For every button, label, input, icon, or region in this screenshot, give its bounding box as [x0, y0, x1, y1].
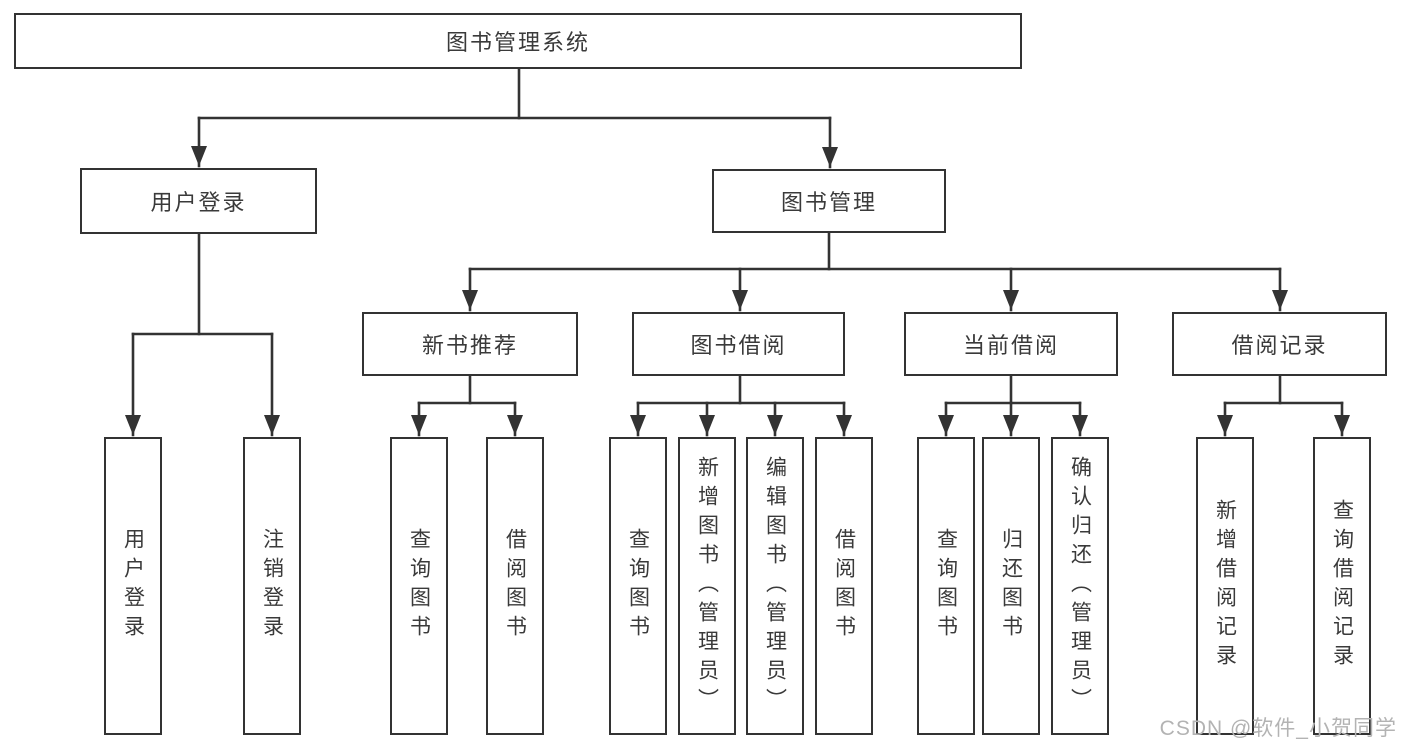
leaf-label: 借阅图书 [503, 528, 527, 644]
leaf-confirm-return-admin: 确认归还（管理员） [1051, 437, 1109, 735]
leaf-label: 归还图书 [999, 528, 1023, 644]
leaf-query-books: 查询图书 [390, 437, 448, 735]
leaf-add-borrow-record: 新增借阅记录 [1196, 437, 1254, 735]
leaf-label: 确认归还（管理员） [1068, 455, 1092, 717]
leaf-user-login: 用户登录 [104, 437, 162, 735]
node-user-login: 用户登录 [80, 168, 317, 234]
leaf-borrow-books: 借阅图书 [815, 437, 873, 735]
leaf-label: 查询图书 [626, 528, 650, 644]
leaf-edit-books-admin: 编辑图书（管理员） [746, 437, 804, 735]
leaf-label: 用户登录 [121, 528, 145, 644]
leaf-label: 新增借阅记录 [1213, 499, 1237, 673]
leaf-label: 查询图书 [407, 528, 431, 644]
leaf-label: 查询图书 [934, 528, 958, 644]
leaf-borrow-books: 借阅图书 [486, 437, 544, 735]
leaf-logout: 注销登录 [243, 437, 301, 735]
leaf-label: 新增图书（管理员） [695, 455, 719, 717]
node-book-management: 图书管理 [712, 169, 946, 233]
node-new-book-recommend: 新书推荐 [362, 312, 578, 376]
leaf-label: 注销登录 [260, 528, 284, 644]
csdn-watermark: CSDN @软件_小贺同学 [1159, 717, 1397, 740]
leaf-label: 借阅图书 [832, 528, 856, 644]
node-current-borrow: 当前借阅 [904, 312, 1118, 376]
leaf-query-books: 查询图书 [609, 437, 667, 735]
leaf-add-books-admin: 新增图书（管理员） [678, 437, 736, 735]
node-book-borrow: 图书借阅 [632, 312, 845, 376]
leaf-label: 编辑图书（管理员） [763, 455, 787, 717]
leaf-query-books: 查询图书 [917, 437, 975, 735]
node-borrow-records: 借阅记录 [1172, 312, 1387, 376]
node-root-system: 图书管理系统 [14, 13, 1022, 69]
leaf-query-borrow-record: 查询借阅记录 [1313, 437, 1371, 735]
leaf-label: 查询借阅记录 [1330, 499, 1354, 673]
leaf-return-books: 归还图书 [982, 437, 1040, 735]
